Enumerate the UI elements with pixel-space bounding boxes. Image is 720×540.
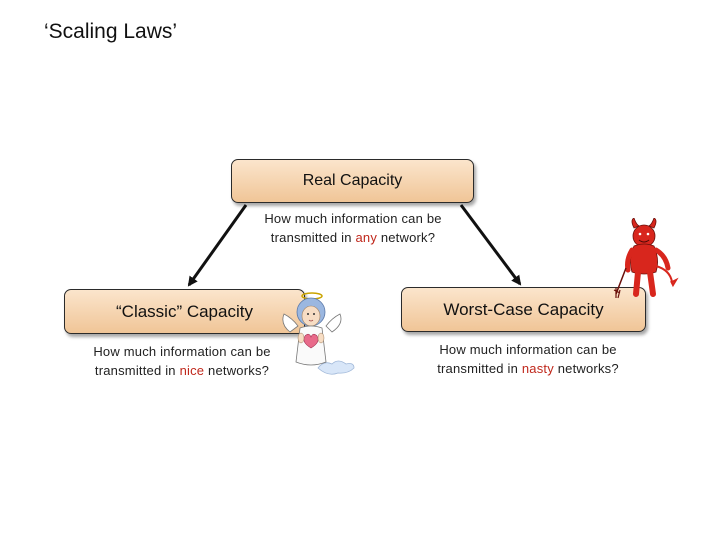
classic-desc-highlight: nice — [179, 363, 205, 378]
real-desc-highlight: any — [355, 230, 378, 245]
classic-desc-line2: transmitted in nice networks? — [74, 361, 290, 380]
real-capacity-box: Real Capacity — [231, 159, 474, 203]
classic-desc-prefix: transmitted in — [94, 363, 180, 378]
worst-desc-suffix: networks? — [553, 361, 619, 376]
real-capacity-description: How much information can be transmitted … — [240, 209, 466, 247]
worst-case-capacity-label: Worst-Case Capacity — [443, 299, 604, 319]
real-desc-line2: transmitted in any network? — [240, 228, 466, 247]
angel-icon — [282, 292, 355, 375]
devil-icon — [613, 218, 679, 299]
real-desc-suffix: network? — [377, 230, 436, 245]
classic-desc-suffix: networks? — [204, 363, 270, 378]
classic-capacity-label: “Classic” Capacity — [116, 301, 253, 321]
worst-desc-line2: transmitted in nasty networks? — [418, 359, 638, 378]
arrow-to-classic — [187, 204, 248, 287]
real-desc-prefix: transmitted in — [270, 230, 356, 245]
worst-case-capacity-description: How much information can be transmitted … — [418, 340, 638, 378]
real-desc-line1: How much information can be — [264, 211, 442, 226]
arrow-to-worst — [459, 204, 522, 286]
real-capacity-label: Real Capacity — [302, 172, 403, 189]
worst-case-capacity-box: Worst-Case Capacity — [401, 287, 646, 332]
classic-capacity-description: How much information can be transmitted … — [74, 342, 290, 380]
worst-desc-line1: How much information can be — [439, 342, 617, 357]
slide-title: ‘Scaling Laws’ — [44, 20, 178, 43]
classic-capacity-box: “Classic” Capacity — [64, 289, 305, 334]
worst-desc-highlight: nasty — [521, 361, 554, 376]
classic-desc-line1: How much information can be — [93, 344, 271, 359]
worst-desc-prefix: transmitted in — [437, 361, 522, 376]
